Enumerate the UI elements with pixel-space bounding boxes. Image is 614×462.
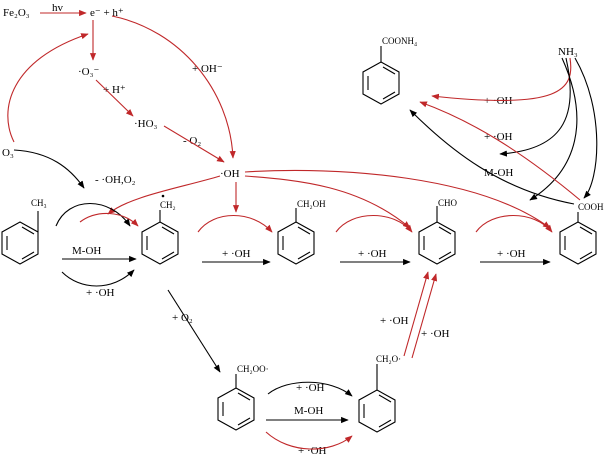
ch2oh-label: CH₂OH xyxy=(297,199,326,209)
benzyl-alcohol-molecule xyxy=(277,208,315,265)
oh-nh3-label-2: + ·OH xyxy=(484,131,513,143)
ch2oo-label: CH₂OO· xyxy=(237,364,269,374)
oh-to-toluene-step-arrow xyxy=(107,175,221,215)
alcohol-red-arc xyxy=(335,214,413,233)
oh-top-label: + ·OH xyxy=(296,382,325,394)
m-oh-label-1: M-OH xyxy=(72,245,101,257)
oh-label-2: + ·OH xyxy=(222,248,251,260)
oh-label-4: + ·OH xyxy=(497,248,526,260)
ch2o-label: CH₂O· xyxy=(376,354,401,364)
oxy-to-aldehyde-arrow-2 xyxy=(411,273,438,359)
ch2-radical-label: CH₂ xyxy=(160,200,176,210)
ho3-label: ·HO₃ xyxy=(134,118,158,130)
electron-hole-label: e⁻ + h⁺ xyxy=(90,7,124,19)
oxy-to-aldehyde-arrow-1 xyxy=(403,271,430,357)
ozone-to-oh-arrow xyxy=(13,149,85,189)
fe2o3-label: Fe₂O₃ xyxy=(3,7,30,19)
peroxy-lower-red-arc xyxy=(265,431,353,450)
hv-label: hv xyxy=(52,2,64,14)
benzyl-to-peroxy-arrow xyxy=(167,289,221,373)
oh-label-3: + ·OH xyxy=(358,248,387,260)
acid-to-salt-red-arrow xyxy=(419,101,581,201)
oh-to-acid-step-arrow xyxy=(244,169,551,229)
aldehyde-red-arc xyxy=(475,214,553,233)
ozonide-to-ho3-arrow xyxy=(95,79,134,117)
oh-nh3-label-1: + ·OH xyxy=(484,95,513,107)
hydroxyl-radical-label: ·OH xyxy=(220,168,240,180)
plus-oh-minus-label: + OH⁻ xyxy=(192,63,223,75)
coonh4-label: COONH₄ xyxy=(382,36,417,46)
toluene-upper-arc xyxy=(55,203,131,227)
ozonide-radical-label: ·O₃⁻ xyxy=(78,66,99,78)
radical-dot xyxy=(161,194,165,198)
peroxy-upper-arc xyxy=(267,381,353,397)
cho-label: CHO xyxy=(438,198,458,208)
oh-label-1: + ·OH xyxy=(86,287,115,299)
nh3-black-arrow-3 xyxy=(574,57,598,199)
oh-vertical-label-2: + ·OH xyxy=(421,328,450,340)
benzyl-radical-molecule xyxy=(141,210,179,265)
oh-vertical-label-1: + ·OH xyxy=(380,315,409,327)
minus-oh-o2-label: - ·OH,O₂ xyxy=(95,174,136,186)
ho3-to-oh-arrow xyxy=(163,125,225,163)
ammonia-label: NH₃ xyxy=(558,46,578,58)
ch3-label: CH₃ xyxy=(31,198,47,208)
cooh-label: COOH xyxy=(578,202,604,212)
oh-lower-arc-1 xyxy=(61,269,135,287)
acid-to-salt-black-arrow xyxy=(409,109,575,205)
ozone-to-electron-arrow xyxy=(7,33,89,143)
benzaldehyde-molecule xyxy=(418,206,456,265)
nh3-red-arrow-1 xyxy=(431,57,572,102)
toluene-red-arc xyxy=(79,212,139,227)
minus-o2-label: - O₂ xyxy=(183,135,201,147)
oh-bottom-label: + ·OH xyxy=(298,445,327,457)
benzoic-acid-molecule xyxy=(559,212,597,265)
ozone-label: O₃ xyxy=(2,147,14,159)
ammonium-benzoate-molecule xyxy=(362,46,400,105)
benzyl-red-arc xyxy=(197,214,273,233)
toluene-molecule xyxy=(1,211,39,265)
benzyloxy-radical-molecule xyxy=(358,364,396,433)
m-oh-label-2: M-OH xyxy=(294,405,323,417)
hole-to-oh-arrow xyxy=(111,15,236,159)
oh-to-aldehyde-step-arrow xyxy=(244,175,411,229)
benzylperoxy-radical-molecule xyxy=(217,374,255,431)
nh3-black-arrow-2 xyxy=(529,57,578,201)
m-oh-nh3-label: M-OH xyxy=(484,167,513,179)
